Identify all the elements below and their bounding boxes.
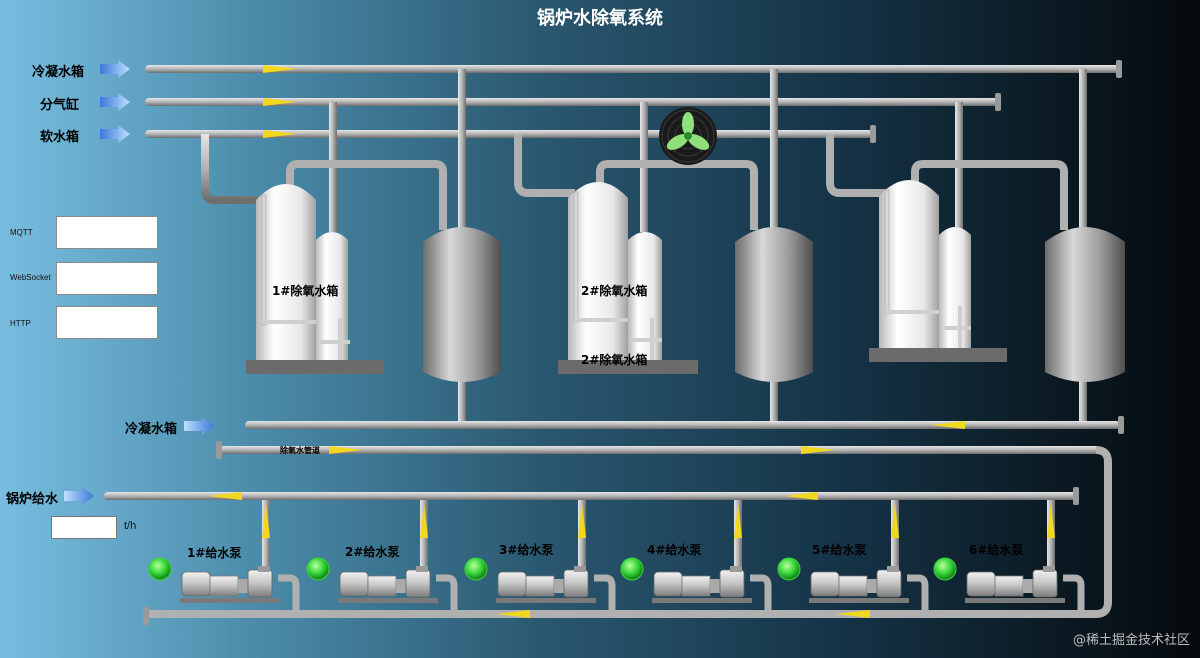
outlet-arrows [64,417,214,505]
source-label-steam: 分气缸 [40,98,80,113]
direction-arrow-icon [64,487,94,505]
page-title: 锅炉水除氧系统 [537,8,663,29]
flow-arrow-icon [734,503,742,538]
outlet-label-boiler-feed: 锅炉给水 [6,492,59,507]
lower-pipes [104,416,1124,625]
flow-arrow-icon [1047,503,1055,538]
flow-arrow-icon [262,503,270,538]
flow-unit: t/h [124,520,137,532]
deaerated-water-pipe [220,446,1100,454]
pump-label-2: 2#给水泵 [345,545,400,559]
deaerator-unit-2 [558,182,813,382]
mqtt-label: MQTT [10,228,33,237]
top-headers [145,60,1122,143]
outlet-label-condensate: 冷凝水箱 [125,422,178,437]
tank-label-3: 2#除氧水箱 [581,353,648,367]
vertical-pipes [201,69,1087,426]
deaerator-unit-3 [869,180,1125,382]
pump-label-4: 4#给水泵 [647,543,702,557]
feed-pump-1[interactable] [148,500,300,614]
deaerator-unit-1 [246,184,501,382]
feed-pump-3[interactable] [464,500,616,614]
header-softwater [145,130,873,138]
feed-pump-2[interactable] [306,500,458,614]
flow-arrow-icon [578,503,586,538]
feed-pump-5[interactable] [777,500,929,614]
pump-label-5: 5#给水泵 [812,543,867,557]
condensate-return-pipe [245,421,1120,429]
feed-pump-6[interactable] [933,500,1085,614]
flow-arrow-icon [420,503,428,538]
flow-arrow-icon [891,503,899,538]
websocket-label: WebSocket [10,273,51,282]
source-label-softwater: 软水箱 [40,130,80,145]
feed-pump-4[interactable] [620,500,772,614]
source-label-condensate: 冷凝水箱 [32,65,85,80]
pumps-layer [148,500,1085,614]
fan-icon [659,107,717,165]
pipe-label-deaerated: 除氧水管道 [280,446,320,455]
pump-label-1: 1#给水泵 [187,546,242,560]
pump-label-6: 6#给水泵 [969,543,1024,557]
pump-label-3: 3#给水泵 [499,543,554,557]
direction-arrow-icon [184,417,214,435]
pump-status-indicator [148,557,172,581]
http-label: HTTP [10,319,31,328]
header-flow-arrows [263,65,297,138]
pump-status-indicator [933,557,957,581]
direction-arrow-icon [100,60,130,78]
pump-status-indicator [306,557,330,581]
pump-status-indicator [620,557,644,581]
pump-status-indicator [777,557,801,581]
flow-rate-input[interactable] [51,516,117,539]
header-steam [145,98,998,106]
header-condensate [145,65,1120,73]
tank-label-1: 1#除氧水箱 [272,284,339,298]
source-arrows [100,60,130,143]
direction-arrow-icon [100,93,130,111]
http-input[interactable] [56,306,158,339]
boiler-feed-pipe [104,492,1077,500]
direction-arrow-icon [100,125,130,143]
tank-label-2: 2#除氧水箱 [581,284,648,298]
pump-status-indicator [464,557,488,581]
mqtt-input[interactable] [56,216,158,249]
watermark: @稀土掘金技术社区 [1072,633,1190,648]
websocket-input[interactable] [56,262,158,295]
